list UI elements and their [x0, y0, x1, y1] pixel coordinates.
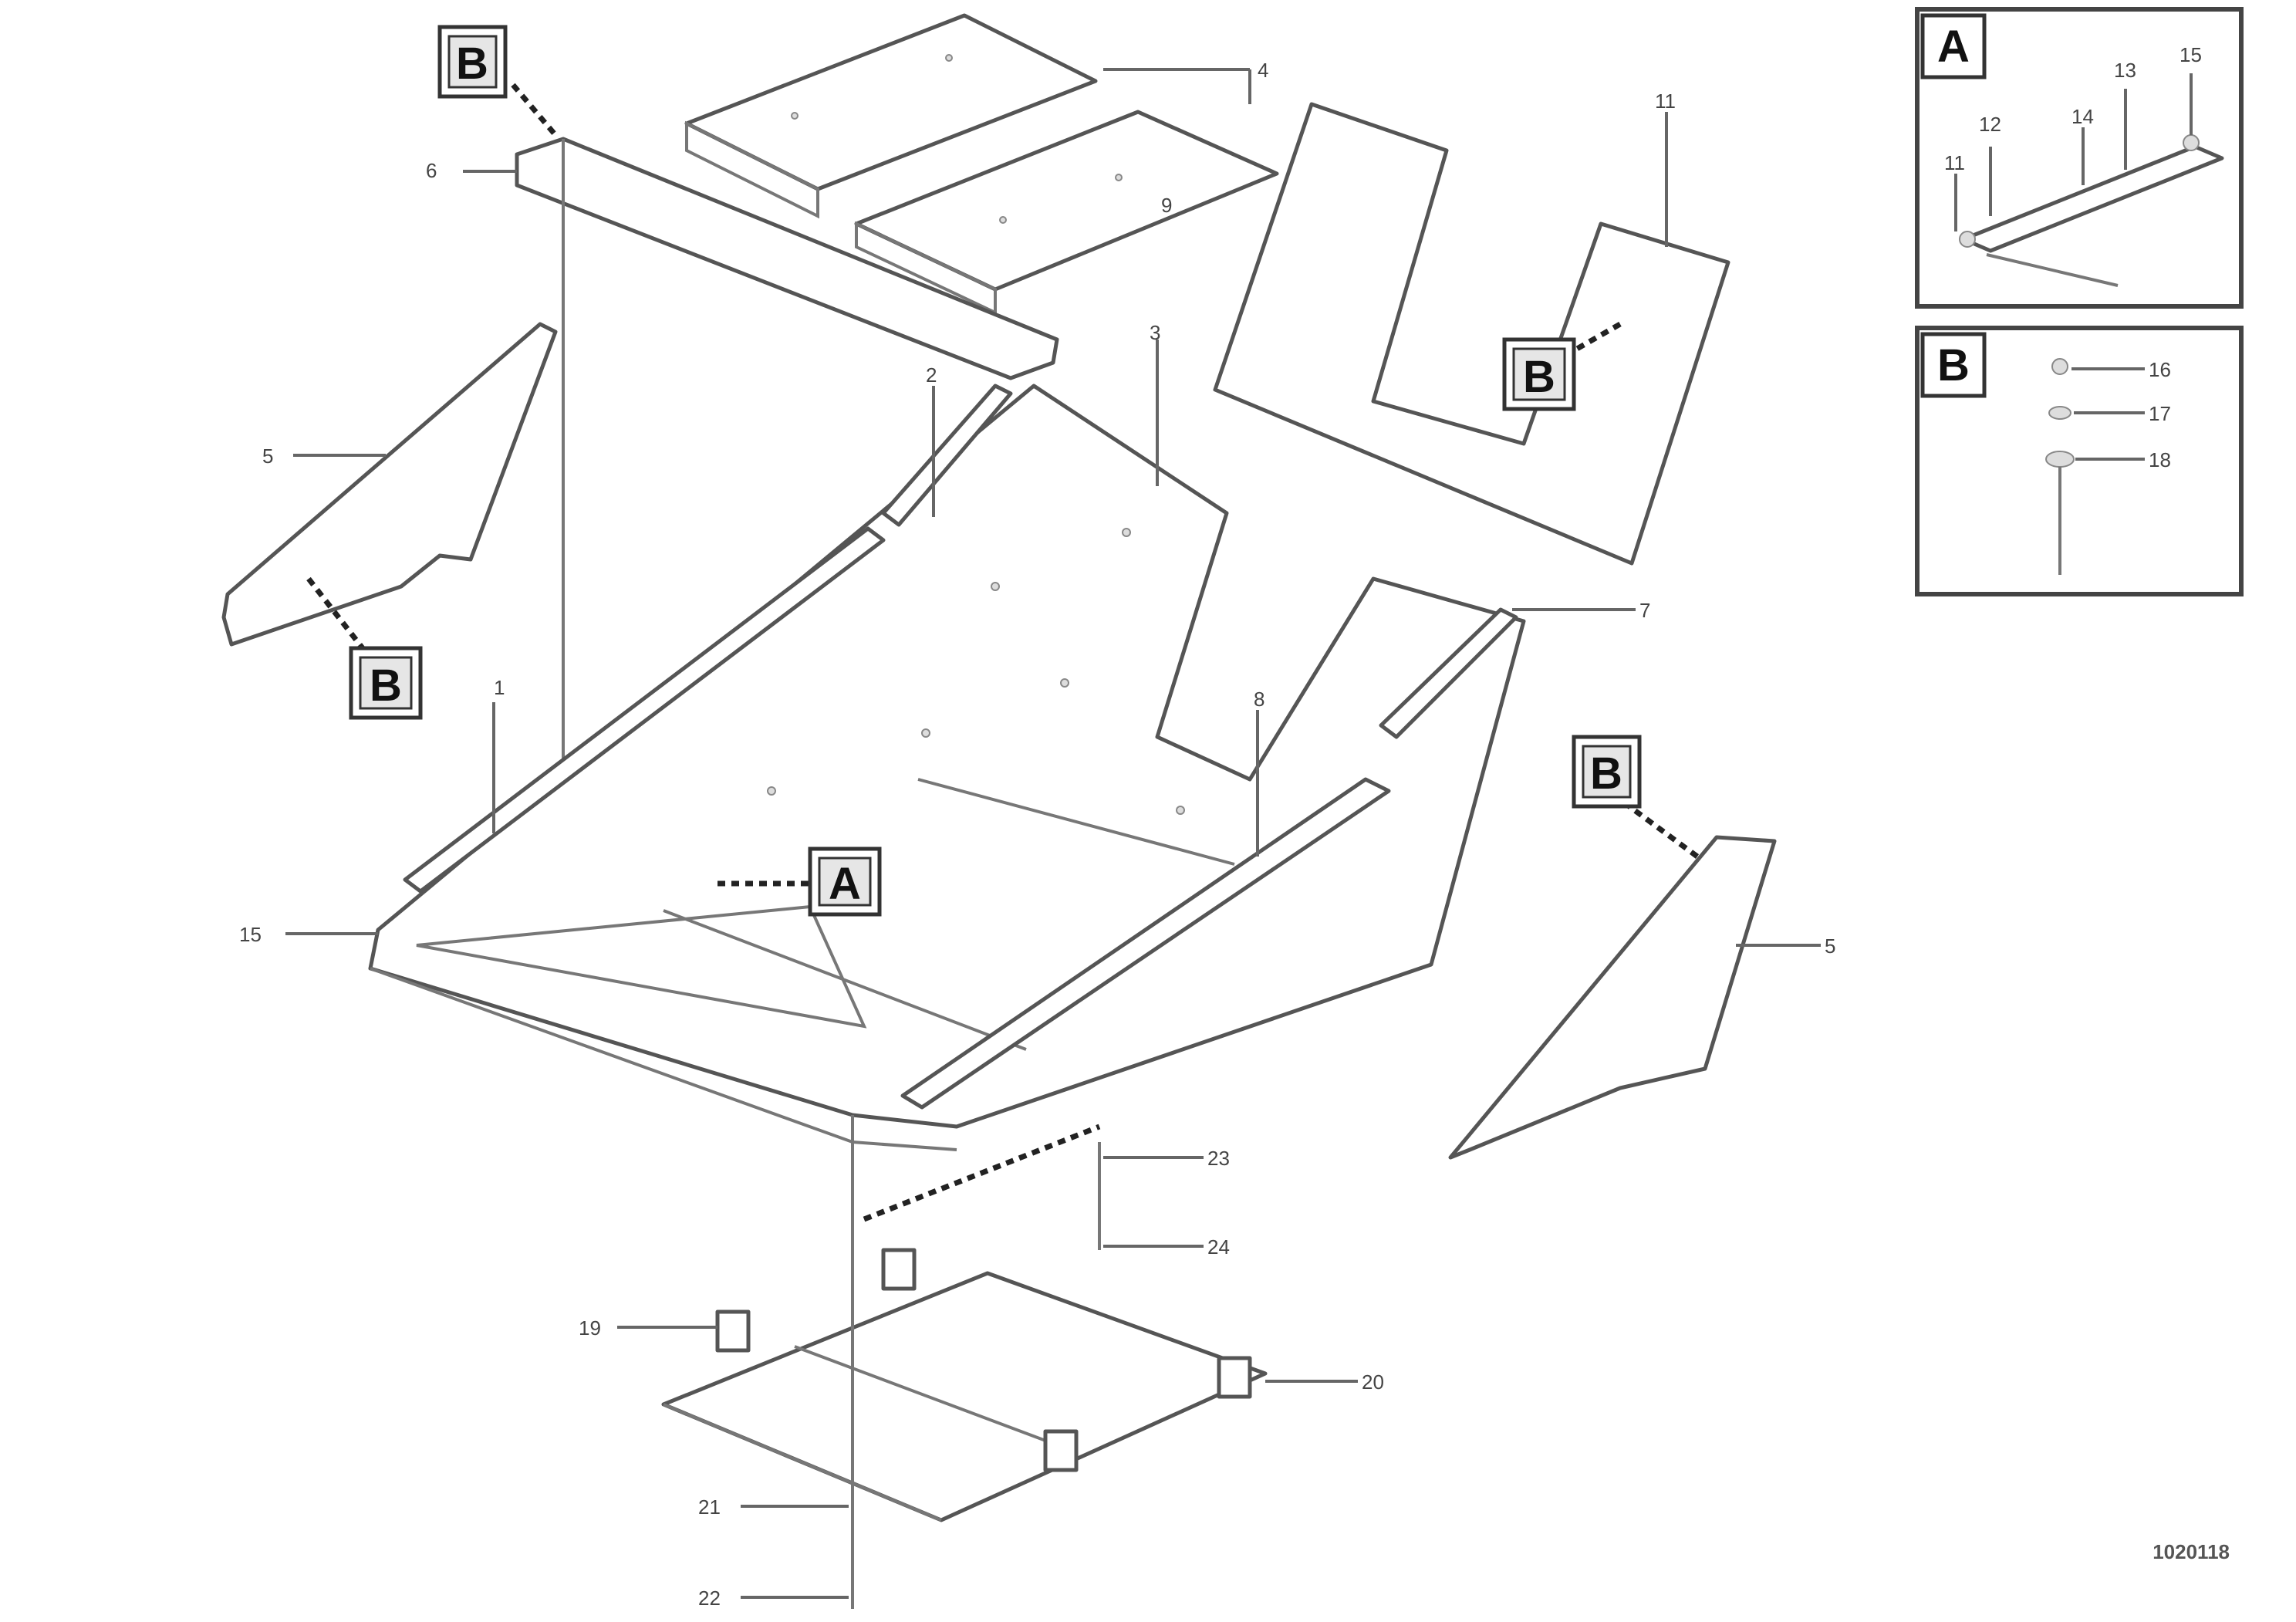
- callout-pointer: [511, 83, 558, 137]
- item-11-label: 11: [1655, 90, 1676, 113]
- detail-a-item-11-label: 11: [1944, 151, 1965, 174]
- bottom-tray: [661, 1248, 1268, 1522]
- item-9-label: 9: [1161, 194, 1172, 217]
- small-upper-strip: [1379, 607, 1518, 739]
- item-20-label: 20: [1362, 1370, 1384, 1394]
- callout-pointer: [306, 576, 365, 650]
- svg-text:B: B: [456, 39, 488, 89]
- detail-b-panel: B: [1915, 326, 2244, 596]
- mid-strip: [881, 384, 1013, 527]
- callout-b-right-lower: B: [1572, 735, 1642, 809]
- callout-a: A: [808, 846, 882, 917]
- svg-text:A: A: [1937, 22, 1970, 72]
- left-side-panel: [221, 322, 558, 647]
- right-floor-strip: [900, 777, 1391, 1110]
- item-19-label: 19: [579, 1316, 601, 1340]
- detail-b-item-18-label: 18: [2149, 448, 2171, 471]
- callout-b-top: B: [437, 25, 508, 99]
- bolt-path: [863, 1124, 1101, 1222]
- svg-text:B: B: [1937, 340, 1970, 390]
- detail-b-item-17-label: 17: [2149, 402, 2171, 425]
- callout-pointer: [1622, 800, 1700, 859]
- leader-lines: [285, 68, 1821, 1599]
- item-numbers: 4 6 5 1 2 3 11 7 8 5 9 15 23 24 19 20 21…: [239, 43, 2202, 1610]
- detail-a-panel: A: [1915, 7, 2244, 309]
- item-4-label: 4: [1258, 59, 1268, 82]
- svg-text:A: A: [829, 859, 861, 909]
- item-8-label: 8: [1254, 688, 1264, 711]
- item-2-label: 2: [926, 363, 937, 387]
- item-21-label: 21: [698, 1495, 721, 1519]
- item-24-label: 24: [1207, 1235, 1230, 1259]
- drawing-code: 1020118: [2152, 1540, 2230, 1563]
- item-23-label: 23: [1207, 1147, 1230, 1170]
- detail-a-item-15-label: 15: [2180, 43, 2202, 66]
- item-5-right-label: 5: [1825, 934, 1835, 958]
- lower-pad: [854, 110, 1279, 316]
- svg-text:B: B: [1590, 748, 1622, 799]
- item-5-left-label: 5: [262, 444, 273, 468]
- item-15-label: 15: [239, 923, 262, 946]
- detail-b-item-16-label: 16: [2149, 358, 2171, 381]
- callout-b-left: B: [349, 646, 423, 720]
- cab-floor: [368, 384, 1526, 1151]
- upper-pad: [684, 13, 1098, 219]
- drawing-stamp: 1020118: [2152, 1540, 2230, 1563]
- item-3-label: 3: [1150, 321, 1160, 344]
- item-1-label: 1: [494, 676, 505, 699]
- detail-a-item-14-label: 14: [2071, 105, 2094, 128]
- item-22-label: 22: [698, 1587, 721, 1610]
- right-side-panel: [1448, 835, 1777, 1160]
- left-floor-strip: [403, 526, 886, 894]
- detail-a-item-12-label: 12: [1979, 113, 2001, 136]
- detail-a-item-13-label: 13: [2114, 59, 2136, 82]
- svg-text:B: B: [1523, 352, 1555, 402]
- rear-bracket-panel: [1213, 102, 1730, 566]
- callout-b-right-upper: B: [1502, 337, 1576, 411]
- callout-pointer: [1565, 321, 1622, 358]
- item-7-label: 7: [1639, 599, 1650, 622]
- item-6-label: 6: [426, 159, 437, 182]
- svg-text:B: B: [370, 661, 402, 711]
